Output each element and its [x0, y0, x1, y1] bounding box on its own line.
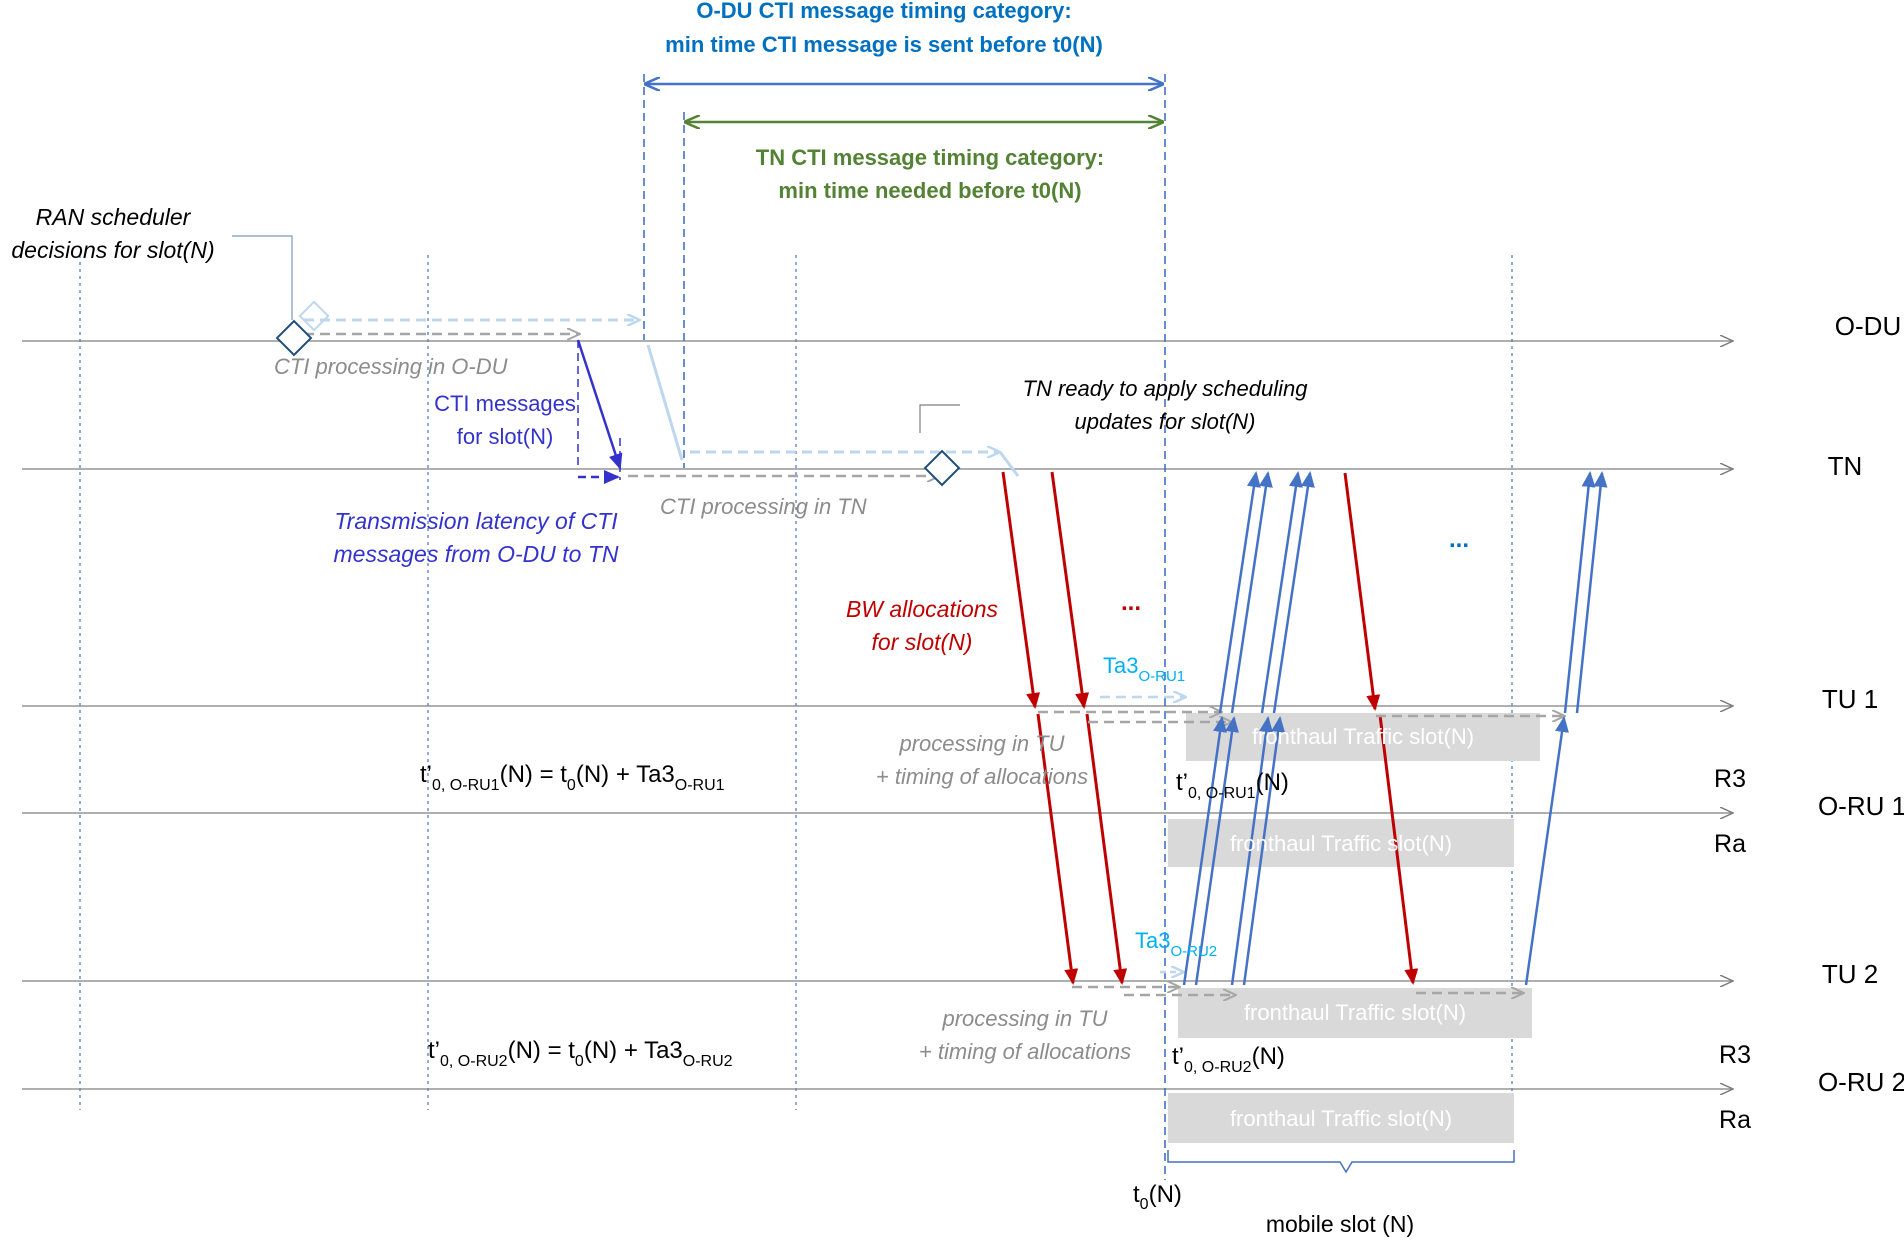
fh-oru1-label: fronthaul Traffic slot(N) [1230, 831, 1452, 856]
bw-allocation-arrows [1001, 471, 1419, 985]
lane-label-tu1: TU 1 [1822, 684, 1878, 714]
fh-box-oru2 [1168, 1093, 1514, 1143]
up-arrow-4 [1272, 471, 1315, 714]
oru2-equation: t’0, O-RU2(N) = t0(N) + Ta3O-RU2 [428, 1037, 733, 1070]
up-arrow-1 [1218, 471, 1261, 714]
oru1-equation: t’0, O-RU1(N) = t0(N) + Ta3O-RU1 [420, 761, 725, 794]
ran-scheduler-label-2: decisions for slot(N) [11, 237, 214, 263]
up-arrow-10 [1242, 716, 1286, 986]
tn-ready-diamond [923, 449, 961, 487]
t-prime-oru2: t’0, O-RU2(N) [1172, 1043, 1285, 1076]
ta3-oru2-label: Ta3O-RU2 [1135, 928, 1217, 960]
fh-oru2-label: fronthaul Traffic slot(N) [1230, 1106, 1452, 1131]
cti-messages-label-2: for slot(N) [457, 424, 554, 449]
odu-timing-title-1: O-DU CTI message timing category: [696, 0, 1071, 23]
processing-tu2-label-2: + timing of allocations [919, 1039, 1131, 1064]
tn-timing-title-1: TN CTI message timing category: [756, 145, 1104, 170]
up-arrow-3 [1260, 471, 1303, 714]
timing-verticals [643, 74, 1166, 1180]
odu-decision-diamond [275, 319, 313, 357]
blue-ellipsis: ... [1449, 526, 1469, 553]
odu-tn-light-arrow [646, 344, 684, 461]
tu-processing-arrows [1038, 712, 1565, 995]
ran-scheduler-label-1: RAN scheduler [36, 204, 192, 230]
up-arrow-8 [1194, 716, 1239, 986]
mobile-slot-label: mobile slot (N) [1266, 1211, 1414, 1237]
tn-ready-label-2: updates for slot(N) [1075, 409, 1256, 434]
lane-label-tu2: TU 2 [1822, 959, 1878, 989]
lane-label-odu: O-DU [1835, 311, 1901, 341]
bw-arrow-tu2-a [1036, 713, 1079, 985]
tn-ready-callout [919, 404, 960, 433]
red-ellipsis: ... [1121, 589, 1141, 616]
processing-tu1-label-2: + timing of allocations [876, 764, 1088, 789]
fh-box-tu2 [1178, 988, 1532, 1038]
up-arrow-6 [1575, 471, 1608, 714]
bw-arrow-tu1-b [1050, 471, 1090, 709]
grid-lines [79, 255, 1513, 1110]
cti-message-arrow [576, 339, 623, 470]
bw-allocations-label-1: BW allocations [846, 596, 999, 622]
up-arrow-2 [1230, 471, 1273, 714]
ran-scheduler-callout [232, 235, 293, 320]
tn-ready-label-1: TN ready to apply scheduling [1023, 376, 1309, 401]
bw-arrow-tu2-b [1085, 713, 1128, 985]
ta3-oru1-label: Ta3O-RU1 [1103, 653, 1185, 685]
processing-tu2-label-1: processing in TU [941, 1006, 1107, 1031]
fh-box-tu1 [1186, 713, 1540, 761]
tn-timing-title-2: min time needed before t0(N) [778, 178, 1081, 203]
mobile-slot-brace [1167, 1150, 1515, 1174]
fh-tu1-label: fronthaul Traffic slot(N) [1252, 724, 1474, 749]
bw-arrow-tu2-c [1378, 714, 1419, 985]
tn-light-tail [998, 451, 1020, 477]
lane-label-oru2: O-RU 2 [1818, 1067, 1904, 1097]
up-arrow-11 [1524, 716, 1569, 986]
bw-allocations-label-2: for slot(N) [872, 629, 973, 655]
tx-latency-label-2: messages from O-DU to TN [334, 541, 619, 567]
lane-label-oru1: O-RU 1 [1818, 791, 1904, 821]
ra-label-1: Ra [1714, 830, 1746, 858]
up-arrow-5 [1563, 471, 1596, 714]
t-prime-oru1: t’0, O-RU1(N) [1176, 769, 1289, 802]
cti-messages-label-1: CTI messages [434, 391, 576, 416]
fh-tu2-label: fronthaul Traffic slot(N) [1244, 1000, 1466, 1025]
cti-processing-odu-label: CTI processing in O-DU [274, 354, 508, 379]
r3-label-2: R3 [1719, 1041, 1751, 1069]
bw-arrow-tu1-a [1001, 471, 1041, 709]
lane-label-tn: TN [1828, 451, 1863, 481]
bw-arrow-tu1-c [1343, 472, 1381, 711]
up-arrow-7 [1182, 716, 1227, 986]
tx-latency-label-1: Transmission latency of CTI [334, 508, 618, 534]
fronthaul-boxes [1168, 713, 1540, 1143]
r3-label-1: R3 [1714, 765, 1746, 793]
up-arrow-9 [1230, 716, 1274, 986]
odu-decision-diamond-light [298, 300, 330, 332]
fh-box-oru1 [1168, 819, 1514, 867]
cti-processing-tn-label: CTI processing in TN [660, 494, 867, 519]
ra-label-2: Ra [1719, 1106, 1751, 1134]
t0-label: t0(N) [1133, 1181, 1182, 1213]
odu-timing-title-2: min time CTI message is sent before t0(N… [665, 32, 1103, 57]
processing-tu1-label-1: processing in TU [898, 731, 1064, 756]
uplink-arrows [1182, 471, 1608, 986]
